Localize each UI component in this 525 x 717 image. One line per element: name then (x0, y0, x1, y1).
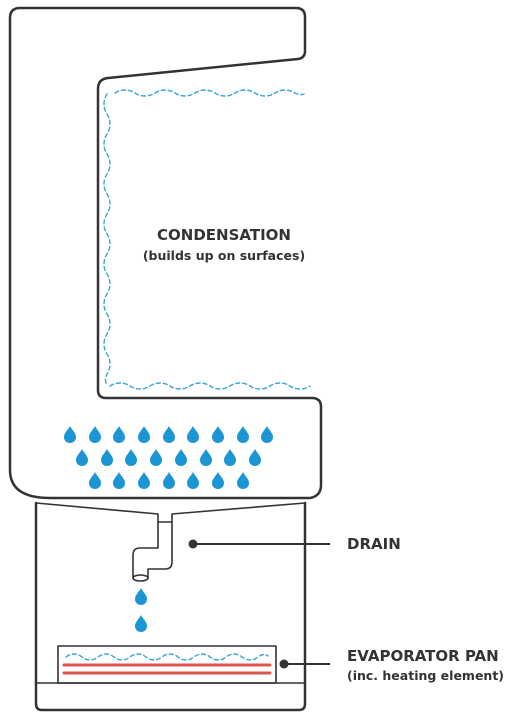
water-drop-icon (224, 449, 236, 466)
water-drop-icon (187, 472, 199, 489)
condensation-title: CONDENSATION (157, 226, 291, 244)
condensation-line-top (114, 89, 305, 97)
water-drop-icon (261, 426, 273, 443)
condensation-subtitle: (builds up on surfaces) (143, 248, 305, 263)
collection-tray (35, 502, 306, 523)
drain-pipe (132, 521, 173, 579)
evaporator-pan-title: EVAPORATOR PAN (347, 647, 499, 665)
water-drop-icon (175, 449, 187, 466)
drain-label: DRAIN (347, 535, 401, 553)
water-drop-icon (135, 588, 147, 605)
cabinet-outline (8, 6, 323, 500)
evaporator-pan-subtitle: (inc. heating element) (347, 668, 504, 683)
water-drop-icon (125, 449, 137, 466)
condensation-line-bottom (109, 382, 311, 390)
pan-leader-dot (279, 659, 289, 669)
pan-water-line (65, 653, 269, 661)
water-drop-icon (150, 449, 162, 466)
evaporator-pan (57, 645, 277, 684)
condensation-line-left (103, 93, 111, 387)
water-droplets (64, 426, 273, 632)
water-drop-icon (138, 426, 150, 443)
water-drop-icon (249, 449, 261, 466)
lower-housing (34, 501, 307, 712)
water-drop-icon (113, 472, 125, 489)
water-drop-icon (187, 426, 199, 443)
water-drop-icon (138, 472, 150, 489)
water-drop-icon (89, 426, 101, 443)
water-drop-icon (64, 426, 76, 443)
water-drop-icon (237, 472, 249, 489)
water-drop-icon (212, 472, 224, 489)
water-drop-icon (163, 472, 175, 489)
drain-leader-dot (188, 539, 198, 549)
water-drop-icon (212, 426, 224, 443)
water-drop-icon (101, 449, 113, 466)
water-drop-icon (135, 615, 147, 632)
water-drop-icon (89, 472, 101, 489)
water-drop-icon (237, 426, 249, 443)
water-drop-icon (200, 449, 212, 466)
water-drop-icon (113, 426, 125, 443)
water-drop-icon (76, 449, 88, 466)
water-drop-icon (163, 426, 175, 443)
drain-outlet (132, 574, 149, 582)
